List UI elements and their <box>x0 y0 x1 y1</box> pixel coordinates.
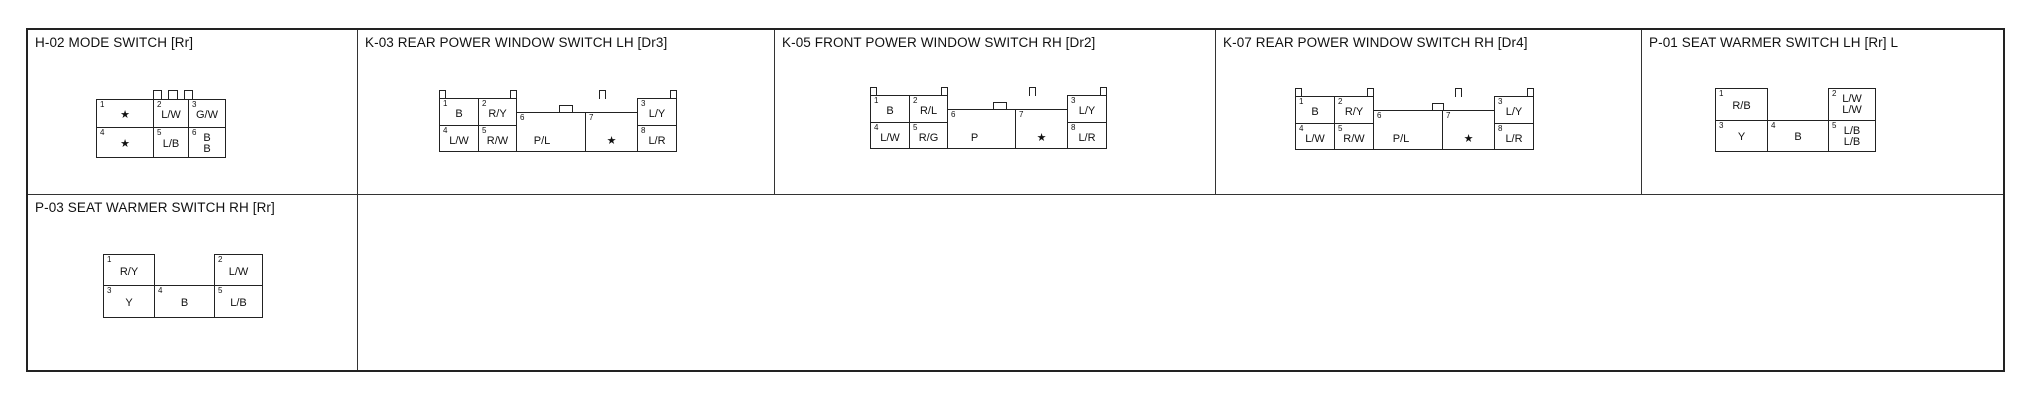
connector-title: K-03 REAR POWER WINDOW SWITCH LH [Dr3] <box>365 35 668 50</box>
lock-tab <box>870 87 877 96</box>
lock-tab <box>168 90 178 100</box>
pin-5: 5 L/B <box>153 127 189 158</box>
lock-tab <box>510 90 517 99</box>
cell-k03: K-03 REAR POWER WINDOW SWITCH LH [Dr3] 1… <box>358 30 775 195</box>
connector-h02: 1 ★ 2 L/W 3 G/W 4 ★ 5 L/B 6 B B <box>96 90 226 158</box>
cell-empty <box>358 195 2003 370</box>
center-lock <box>1432 103 1444 111</box>
lock-tab <box>1295 88 1302 97</box>
lock-tab <box>153 90 162 100</box>
center-lock <box>993 102 1007 110</box>
pin-4: 4 ★ <box>96 127 154 158</box>
pin-7: 7★ <box>1442 110 1495 150</box>
lock-tab <box>1455 88 1462 97</box>
lock-tab <box>1029 87 1036 96</box>
lock-tab <box>184 90 193 100</box>
lock-tab <box>941 87 948 96</box>
connector-title: H-02 MODE SWITCH [Rr] <box>35 35 194 50</box>
lock-tab <box>439 90 446 99</box>
connector-title: K-07 REAR POWER WINDOW SWITCH RH [Dr4] <box>1223 35 1528 50</box>
connector-title: P-03 SEAT WARMER SWITCH RH [Rr] <box>35 200 275 215</box>
pin-7: 7★ <box>1015 109 1068 149</box>
lock-tab <box>670 90 677 99</box>
cell-k05: K-05 FRONT POWER WINDOW SWITCH RH [Dr2] … <box>775 30 1216 195</box>
lock-tab <box>1100 87 1107 96</box>
pin-7: 7★ <box>585 112 638 152</box>
pin-3: 3 G/W <box>188 99 226 128</box>
connector-title: P-01 SEAT WARMER SWITCH LH [Rr] L <box>1649 35 1899 50</box>
pin-2: 2 L/W <box>153 99 189 128</box>
connector-title: K-05 FRONT POWER WINDOW SWITCH RH [Dr2] <box>782 35 1096 50</box>
lock-tab <box>1367 88 1374 97</box>
pin-6: 6 B B <box>188 127 226 158</box>
lock-tab <box>599 90 606 99</box>
lock-tab <box>1527 88 1534 97</box>
center-lock <box>559 105 573 113</box>
pin-1: 1 ★ <box>96 99 154 128</box>
cell-h02: H-02 MODE SWITCH [Rr] 1 ★ 2 L/W 3 G/W 4 … <box>28 30 358 195</box>
cell-k07: K-07 REAR POWER WINDOW SWITCH RH [Dr4] 1… <box>1216 30 1642 195</box>
connector-table: H-02 MODE SWITCH [Rr] 1 ★ 2 L/W 3 G/W 4 … <box>26 28 2005 372</box>
